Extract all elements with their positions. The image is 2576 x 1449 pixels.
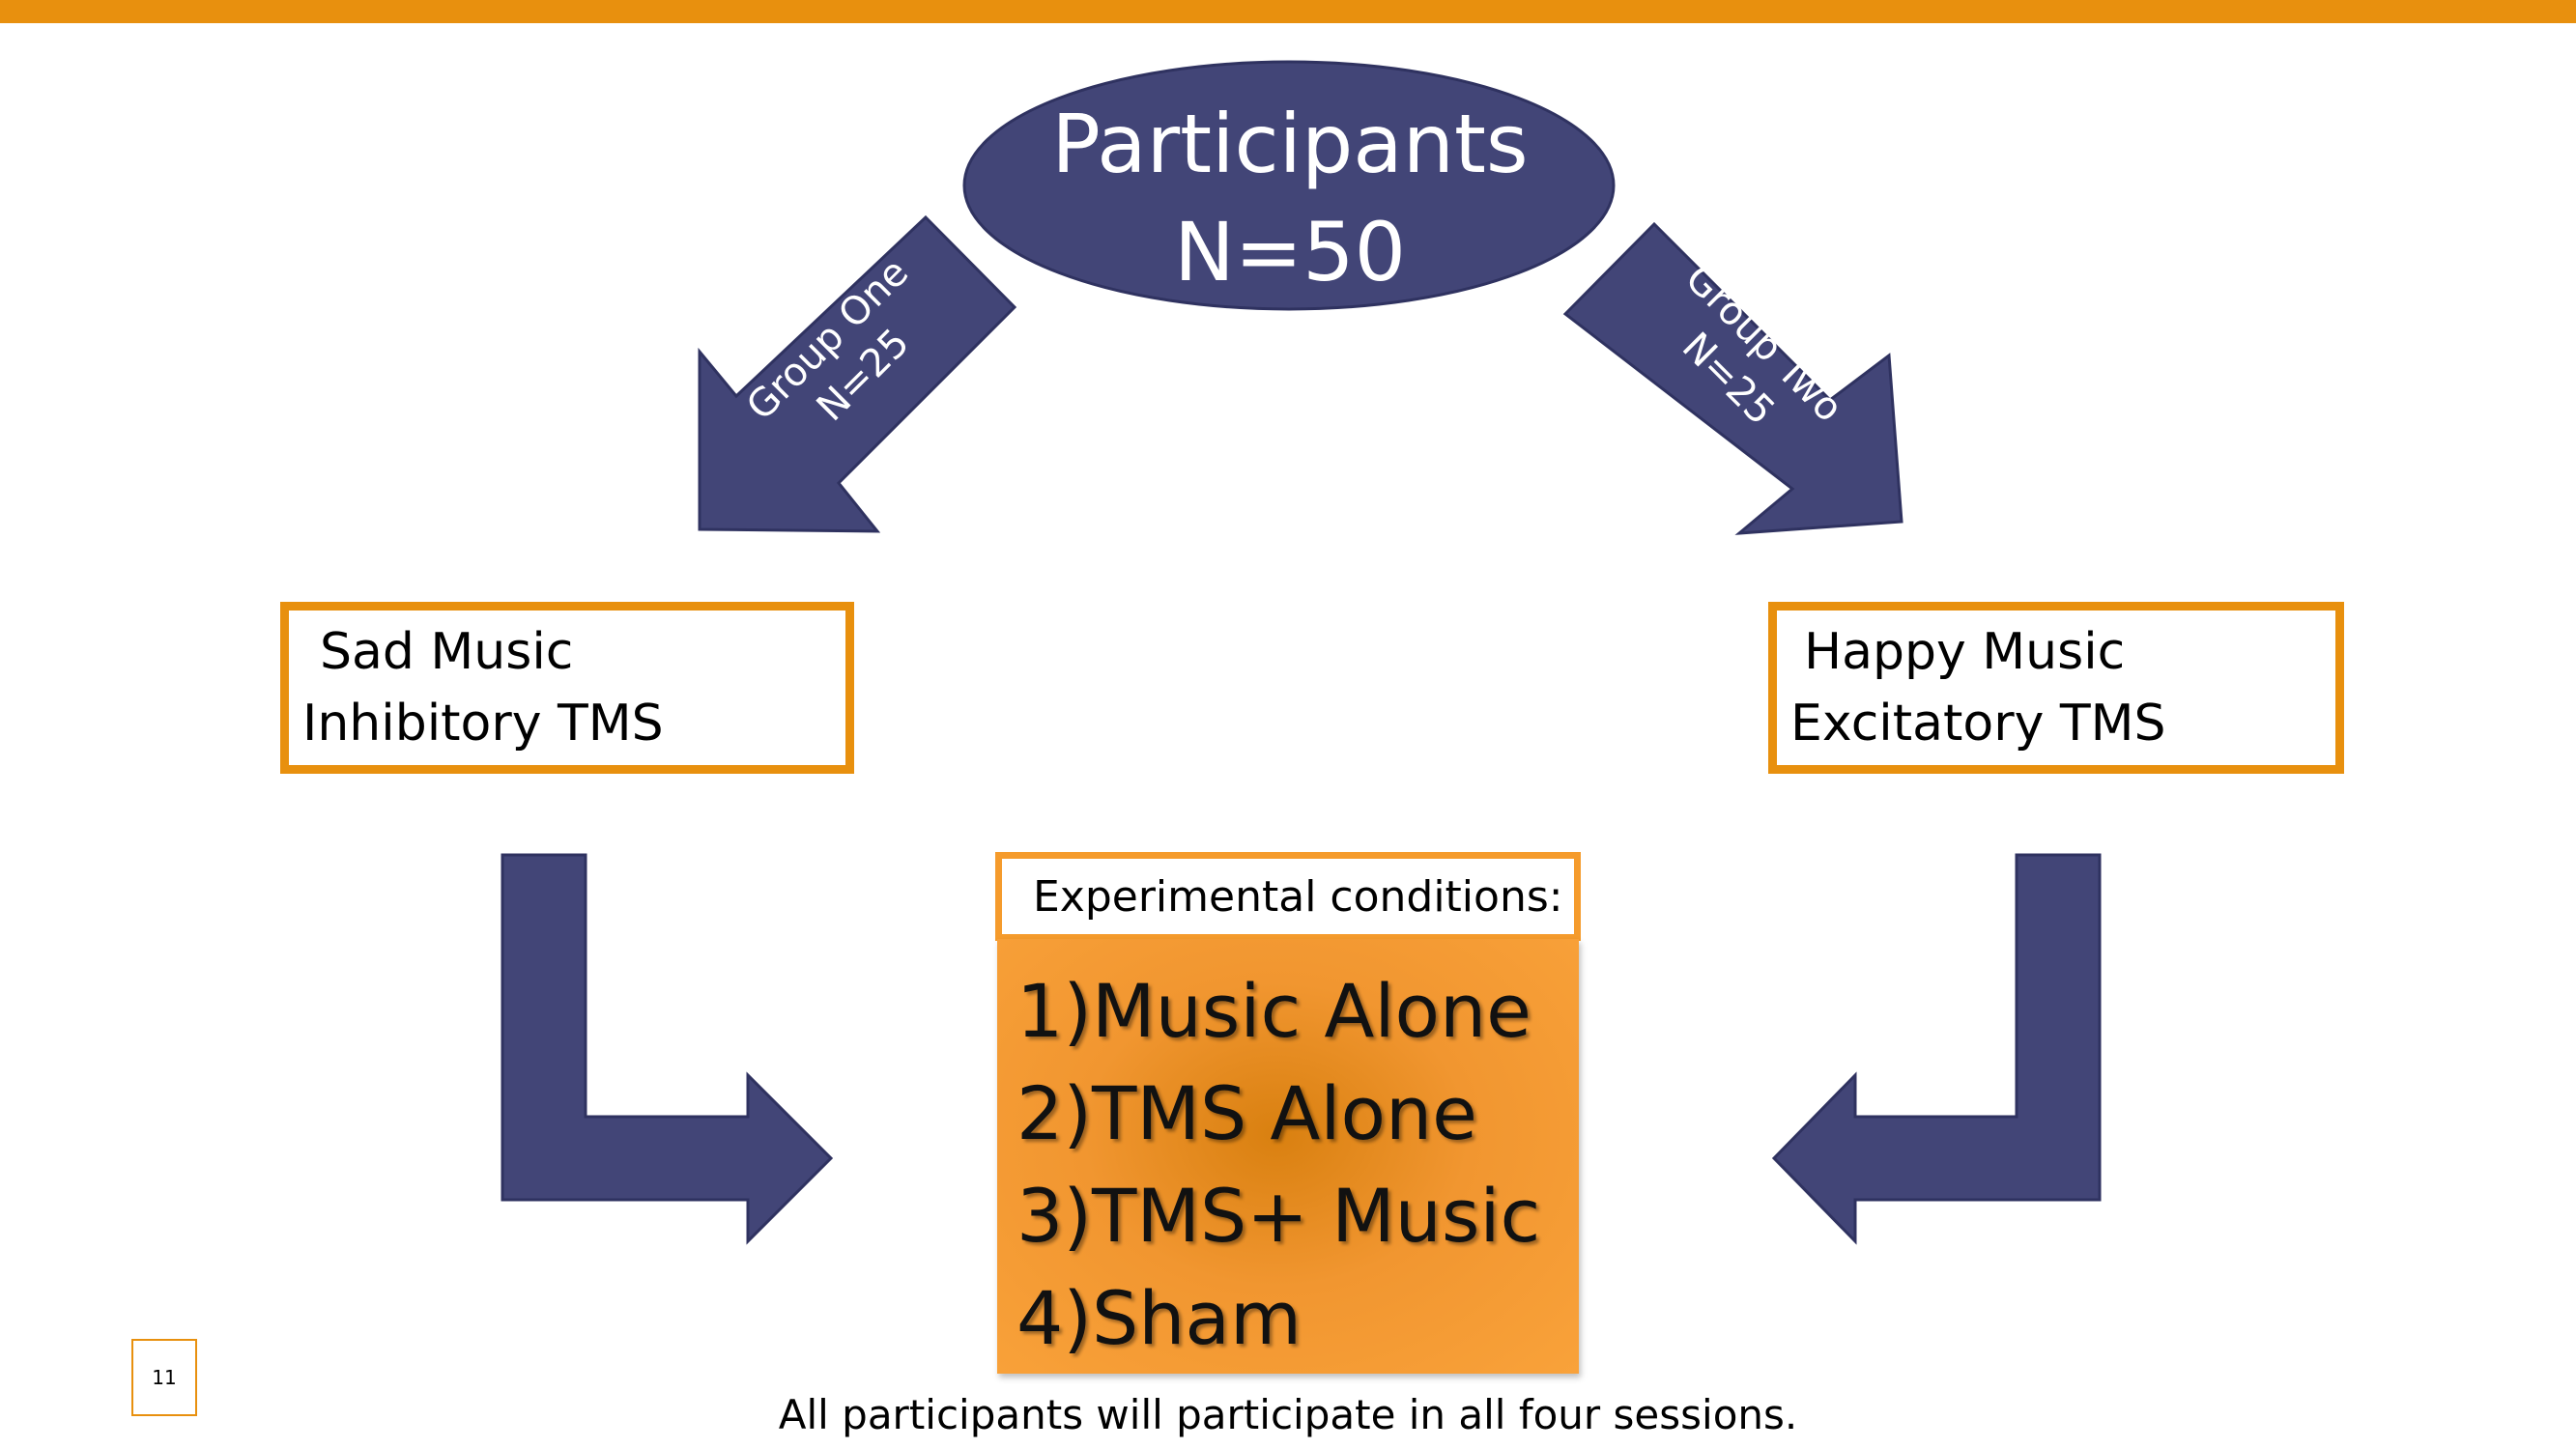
participants-count: N=50 <box>1173 205 1407 299</box>
footer-note: All participants will participate in all… <box>778 1391 1798 1438</box>
left-elbow-arrow <box>501 853 834 1245</box>
condition-item: 4)Sham <box>1016 1275 1302 1361</box>
page-number: 11 <box>131 1339 197 1416</box>
participants-ellipse <box>962 60 1616 311</box>
condition-item: 3)TMS+ Music <box>1016 1173 1541 1259</box>
sad-music-label: Sad Music <box>320 623 574 681</box>
happy-music-box: Happy Music Excitatory TMS <box>1768 602 2344 774</box>
participants-title: Participants <box>1051 97 1529 191</box>
excitatory-tms-label: Excitatory TMS <box>1790 695 2166 753</box>
participants-label: Participants N=50 <box>966 87 1614 309</box>
top-accent-bar <box>0 0 2576 23</box>
happy-music-label: Happy Music <box>1804 623 2126 681</box>
conditions-box: 1)Music Alone 2)TMS Alone 3)TMS+ Music 4… <box>997 939 1579 1374</box>
right-elbow-arrow <box>1771 853 2102 1245</box>
inhibitory-tms-label: Inhibitory TMS <box>302 695 664 753</box>
condition-item: 2)TMS Alone <box>1016 1070 1477 1156</box>
condition-item: 1)Music Alone <box>1016 968 1531 1054</box>
conditions-header: Experimental conditions: <box>995 852 1581 941</box>
group-one-arrow <box>698 214 1017 533</box>
group-two-arrow <box>1562 221 1903 535</box>
sad-music-box: Sad Music Inhibitory TMS <box>280 602 854 774</box>
conditions-list: 1)Music Alone 2)TMS Alone 3)TMS+ Music 4… <box>1016 960 1540 1370</box>
